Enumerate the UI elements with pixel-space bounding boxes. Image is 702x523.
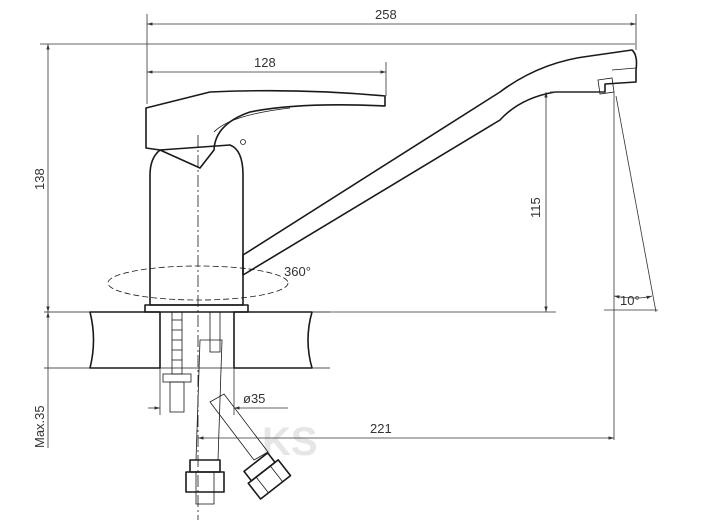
rotation-label: 360° <box>284 264 311 279</box>
dim-hole-diameter: ø35 <box>148 368 288 415</box>
dim-total-height: 138 <box>32 43 635 312</box>
dim-max-thickness: Max.35 <box>32 312 50 448</box>
svg-text:138: 138 <box>32 168 47 190</box>
svg-text:Max.35: Max.35 <box>32 405 47 448</box>
faucet-body <box>144 49 638 313</box>
dim-overall-length: 258 <box>146 7 637 104</box>
dim-handle-length: 128 <box>147 55 387 96</box>
svg-text:ø35: ø35 <box>243 391 265 406</box>
countertop <box>44 311 330 369</box>
rotation-indicator: 360° <box>107 264 311 301</box>
mounting-assembly <box>162 311 292 505</box>
svg-text:10°: 10° <box>620 293 640 308</box>
dim-spout-angle: 10° <box>604 92 658 440</box>
svg-text:115: 115 <box>528 197 543 218</box>
dim-spout-height: 115 <box>312 91 604 313</box>
dim-spout-reach: 221 <box>198 421 614 440</box>
svg-text:258: 258 <box>375 7 397 22</box>
svg-text:221: 221 <box>370 421 392 436</box>
svg-text:128: 128 <box>254 55 276 70</box>
